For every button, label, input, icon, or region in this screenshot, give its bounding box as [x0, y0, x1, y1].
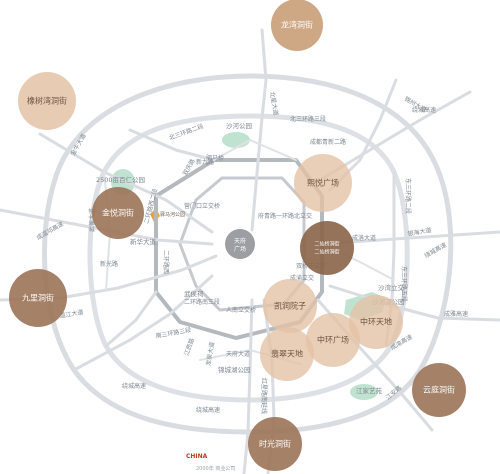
footer-brand: CHINA [186, 453, 208, 460]
svg-text:熙悦广场: 熙悦广场 [307, 178, 339, 188]
circle-xiangshu[interactable]: 橡树湾洞街 [18, 72, 76, 130]
label-chengdu-yiqi: 成都青新二路 [310, 138, 346, 146]
label-jiaozi: 成渝立交 [290, 274, 314, 282]
svg-text:龙湾洞街: 龙湾洞街 [281, 20, 313, 30]
circle-kairun[interactable]: 凯润院子 [263, 279, 317, 333]
ic-fuqing: 驷马桥 [206, 154, 224, 162]
label-jiangxi: 江西路 [182, 337, 196, 357]
label-xinjiulu: 新九路 [196, 158, 214, 166]
park-north [222, 132, 250, 148]
circle-yunding[interactable]: 云庭洞街 [412, 363, 466, 417]
svg-text:九里洞街: 九里洞街 [22, 293, 54, 303]
label-rao-cheng-1: 绕城高速 [412, 106, 436, 114]
circle-zhonghuan-guangchang[interactable]: 中环广场 [306, 313, 360, 367]
svg-text:中环广场: 中环广场 [317, 335, 349, 345]
label-tianfu: 天府大道 [226, 350, 250, 358]
center-marker [225, 229, 255, 259]
label-rao-cheng-3: 绕城高速 [196, 406, 220, 414]
label-chenghong: 成温邛高速 [35, 220, 65, 242]
label-dong-sanhuan-2: 东三环路二段 [404, 178, 412, 214]
road-nw [38, 132, 214, 234]
poi-huanhua: 沙湾立交 [378, 283, 405, 292]
svg-text:橡树湾洞街: 橡树湾洞街 [27, 96, 67, 106]
road-network [0, 28, 500, 474]
center-label-1: 天府 [234, 237, 246, 245]
label-bei-sanhuan-3: 北三环路三段 [290, 115, 326, 123]
center-label-2: 广场 [234, 245, 246, 253]
ic-chengguan: 营门口立交桥 [184, 202, 220, 210]
road-inner-n [213, 139, 297, 161]
label-yihuan-nan: 二环路南三段 [184, 298, 220, 306]
poi-wuhou-shrine: 武侯祠 [184, 289, 204, 298]
label-erhuan-xi: 二环路西 [162, 250, 170, 274]
label-dong-sanhuan-5: 东三环路五段 [400, 266, 408, 302]
district-circles: 龙湾洞街 橡树湾洞街 金悦洞街 熙悦广场 二仙桥洞街 二仙桥洞街 九里洞街 [9, 0, 466, 471]
label-hongxing: 红星路南延线 [260, 378, 268, 414]
label-chengya: 成雅高速 [444, 310, 468, 318]
svg-text:金悦洞街: 金悦洞街 [102, 208, 134, 218]
label-longquan: 龙泉大道 [204, 341, 216, 366]
road-w2 [104, 290, 158, 348]
circle-shiguang[interactable]: 时光洞街 [248, 417, 302, 471]
poi-park-west: 2500亩百仁公园 [96, 175, 145, 184]
footer: CHINA 2000年 商业公司 [186, 453, 235, 472]
road-ese [328, 284, 500, 322]
poi-xinhai: 新华大道 [130, 237, 157, 246]
label-xinguang: 新光路 [100, 260, 118, 268]
label-fuqing: 府青路一环路北立交 [258, 212, 312, 220]
label-wuhou-avenue: 武侯大道 [88, 208, 96, 232]
circle-jinyue[interactable]: 金悦洞街 [92, 187, 144, 239]
circle-xiyue[interactable]: 熙悦广场 [294, 154, 352, 212]
label-wuhou-south: 人南立交桥 [226, 306, 256, 314]
ring-expressway [41, 73, 454, 435]
poi-park-north: 沙河公园 [226, 122, 252, 130]
circle-erxian[interactable]: 二仙桥洞街 二仙桥洞街 [300, 221, 354, 275]
road-n [250, 28, 268, 232]
road-sw [72, 274, 214, 372]
label-chengluo: 成洛大道 [352, 234, 376, 242]
road-n2 [128, 128, 216, 162]
tianfu-square: 天府 广场 [225, 229, 255, 259]
label-beixing: 北星大道 [268, 91, 280, 116]
road-s [242, 298, 254, 474]
svg-text:二仙桥洞街: 二仙桥洞街 [314, 249, 339, 256]
svg-text:云庭洞街: 云庭洞街 [423, 385, 455, 395]
circle-zhonghuan-tiandi[interactable]: 中环天地 [349, 295, 403, 349]
poi-park-south: 江家艺苑 [356, 386, 383, 395]
label-nan-sanhuan: 南三环路三段 [155, 326, 192, 340]
poi-small-label: 驿马河公园 [160, 211, 185, 218]
label-rao-cheng-2: 绕城高速 [122, 382, 146, 390]
svg-text:凯润院子: 凯润院子 [274, 301, 306, 311]
svg-text:二仙桥洞街: 二仙桥洞街 [314, 241, 339, 248]
circle-cuihua[interactable]: 翡翠天地 [260, 327, 314, 381]
footer-text: 2000年 商业公司 [196, 465, 235, 472]
circle-jiuli[interactable]: 九里洞街 [9, 269, 67, 327]
park-south [350, 384, 378, 400]
svg-text:时光洞街: 时光洞街 [259, 439, 291, 449]
poi-jincheng: 锦城湖公园 [218, 365, 251, 374]
svg-text:中环天地: 中环天地 [360, 317, 392, 327]
svg-text:翡翠天地: 翡翠天地 [271, 349, 303, 359]
circle-longwan[interactable]: 龙湾洞街 [271, 0, 323, 51]
label-rao-cheng-4: 绕城高速 [423, 241, 448, 260]
